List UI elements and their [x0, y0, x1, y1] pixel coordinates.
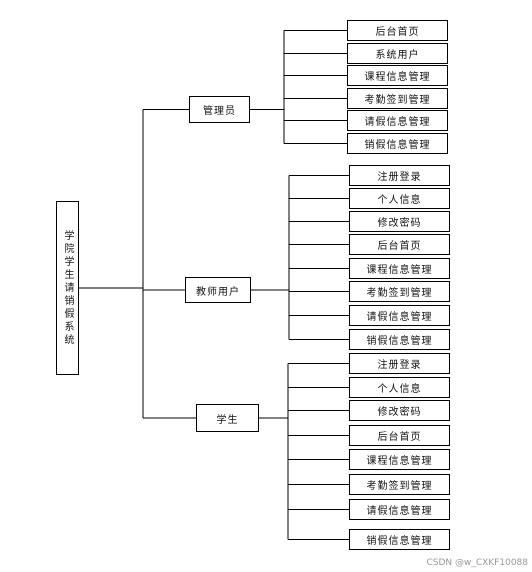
leaf-node: 个人信息	[349, 188, 450, 209]
leaf-node: 请假信息管理	[349, 499, 450, 520]
leaf-node: 考勤签到管理	[347, 88, 448, 109]
leaf-node: 销假信息管理	[349, 529, 450, 550]
group-node-1: 教师用户	[185, 277, 251, 303]
group-node-0: 管理员	[189, 96, 250, 123]
leaf-node: 后台首页	[349, 234, 450, 255]
leaf-node: 考勤签到管理	[349, 474, 450, 495]
leaf-node: 请假信息管理	[347, 110, 448, 131]
leaf-node: 销假信息管理	[347, 133, 448, 154]
watermark: CSDN @w_CXKF10088	[426, 558, 528, 568]
leaf-node: 注册登录	[349, 165, 450, 186]
leaf-node: 销假信息管理	[349, 329, 450, 350]
leaf-node: 课程信息管理	[347, 65, 448, 86]
leaf-node: 课程信息管理	[349, 449, 450, 470]
root-node: 学院学生请销假系统	[56, 201, 79, 375]
leaf-node: 修改密码	[349, 400, 450, 421]
leaf-node: 请假信息管理	[349, 305, 450, 326]
leaf-node: 课程信息管理	[349, 258, 450, 279]
leaf-node: 注册登录	[349, 353, 450, 374]
leaf-node: 修改密码	[349, 211, 450, 232]
group-node-2: 学生	[196, 404, 259, 432]
leaf-node: 系统用户	[347, 43, 448, 64]
leaf-node: 考勤签到管理	[349, 281, 450, 302]
leaf-node: 个人信息	[349, 377, 450, 398]
leaf-node: 后台首页	[349, 425, 450, 446]
leaf-node: 后台首页	[347, 20, 448, 41]
